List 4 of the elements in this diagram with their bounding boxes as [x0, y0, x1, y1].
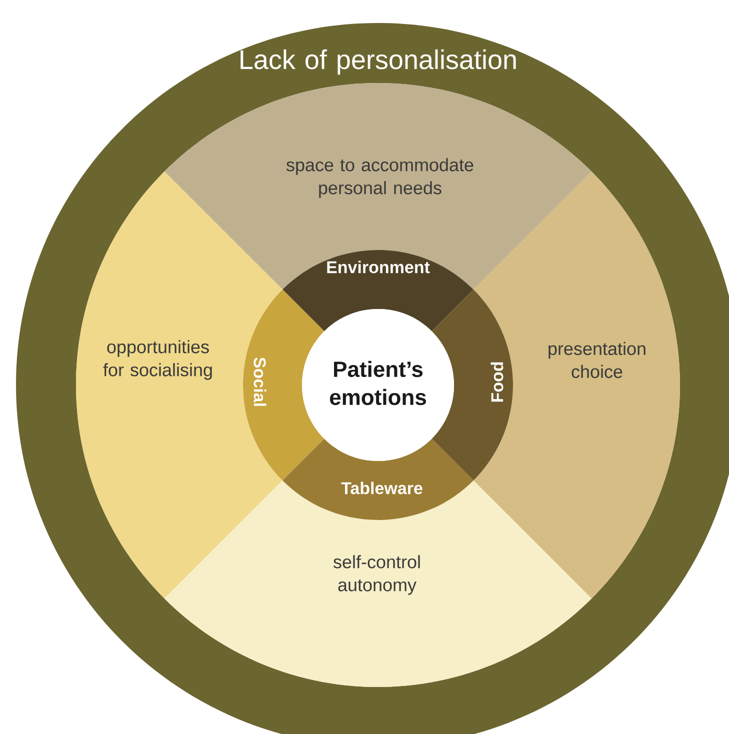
inner-ring-segment: Environment — [282, 250, 474, 332]
inner-ring-segment: Food — [432, 290, 513, 480]
inner-ring-segment: Social — [243, 290, 324, 480]
inner-ring-segment: Tableware — [282, 438, 474, 520]
